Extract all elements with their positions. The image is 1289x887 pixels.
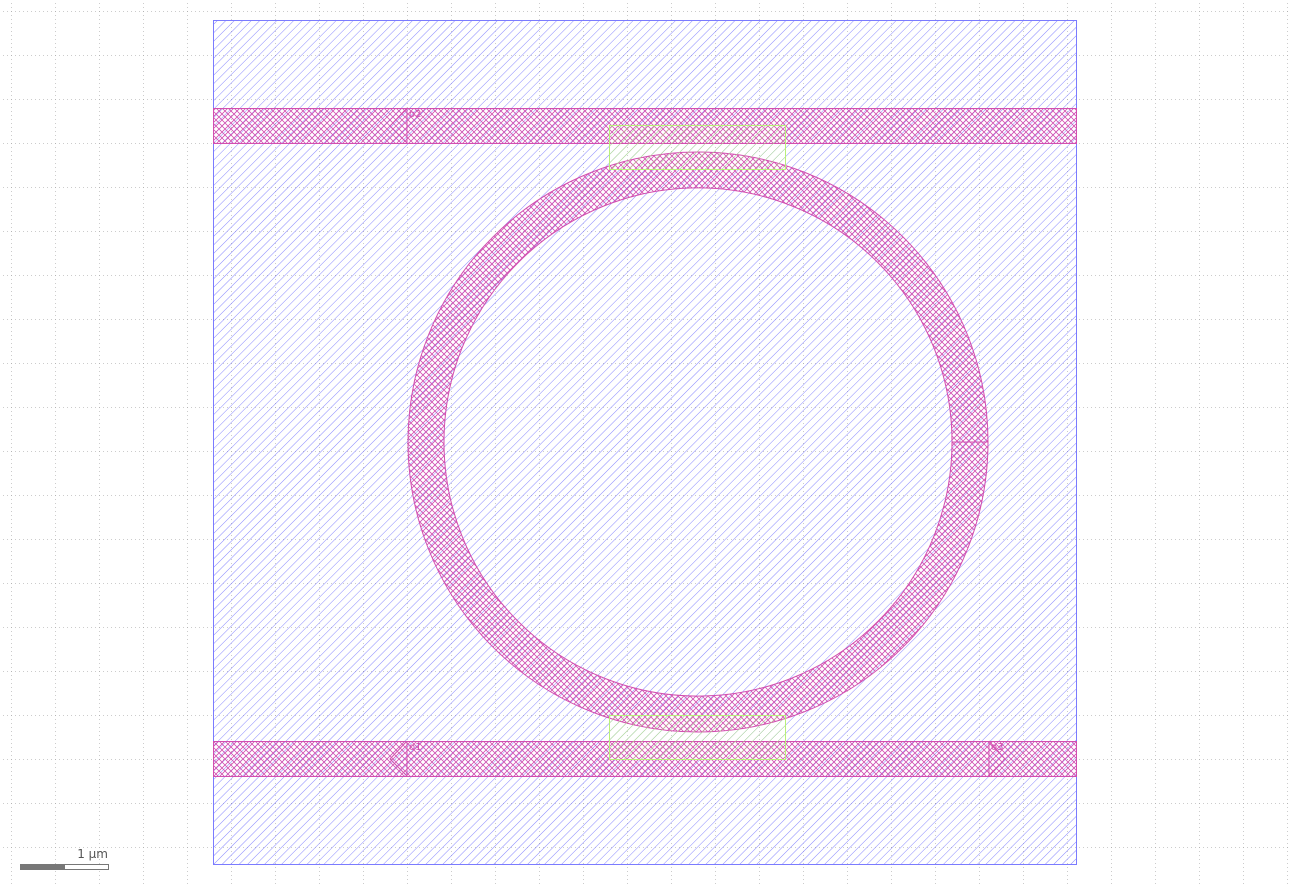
port-o2-marker — [389, 107, 408, 144]
ports: o2 o1 o3 — [389, 107, 1006, 777]
ring-resonator[interactable] — [407, 151, 989, 733]
top-heater-pad[interactable] — [609, 125, 786, 170]
scale-bar-label: 1 μm — [77, 847, 108, 861]
scale-bar-dark — [20, 864, 64, 870]
bottom-heater-pad[interactable] — [609, 715, 786, 760]
port-o1-label: o1 — [409, 742, 421, 753]
port-o3-label: o3 — [991, 742, 1003, 753]
port-o1[interactable]: o1 — [389, 740, 421, 777]
scale-bar: 1 μm — [20, 847, 109, 870]
port-o3[interactable]: o3 — [988, 740, 1006, 777]
port-o2-label: o2 — [409, 109, 421, 120]
heater-layer — [609, 125, 786, 760]
scale-bar-light — [64, 864, 109, 870]
port-o1-marker — [389, 740, 408, 777]
port-o3-marker — [988, 740, 1006, 777]
port-o2[interactable]: o2 — [389, 107, 421, 144]
